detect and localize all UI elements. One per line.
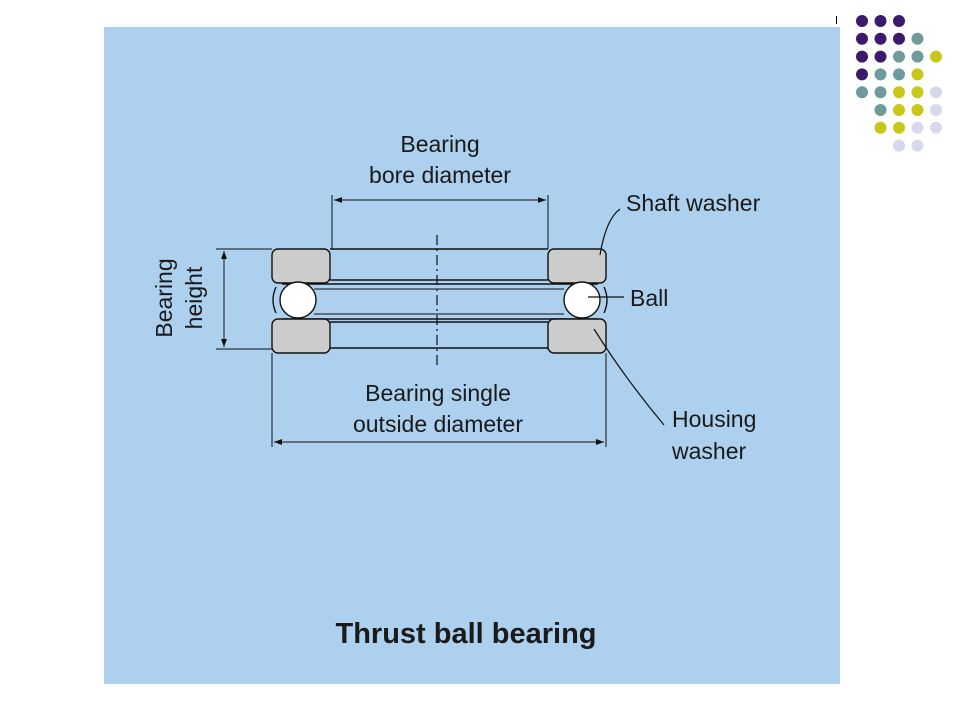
- decor-dot: [874, 121, 887, 134]
- shaft-washer-right: [547, 248, 607, 284]
- decor-dot: [874, 86, 887, 99]
- decor-dot: [874, 15, 887, 27]
- ball-right: [563, 281, 601, 319]
- housing-label-line2: washer: [671, 438, 746, 464]
- housing-washer-right: [547, 318, 607, 354]
- decor-dot: [893, 50, 905, 63]
- decor-dot: [893, 32, 905, 45]
- height-label-line1: Bearing: [151, 258, 177, 337]
- ball-label: Ball: [630, 285, 668, 311]
- decor-dot: [874, 32, 887, 45]
- decor-dot: [893, 121, 905, 134]
- decor-dot: [893, 86, 905, 99]
- housing-washer-left: [271, 318, 331, 354]
- decor-dot: [911, 68, 924, 81]
- decor-dot: [911, 86, 924, 99]
- ball-left-groove: [272, 286, 277, 314]
- decor-dot: [856, 86, 868, 99]
- outside-label-line1: Bearing single: [365, 380, 511, 406]
- bore-label-line2: bore diameter: [369, 162, 511, 188]
- decor-dot: [893, 139, 905, 152]
- ball-left: [279, 281, 317, 319]
- housing-washer-leader: [593, 328, 665, 426]
- bore-label-line1: Bearing: [400, 131, 479, 157]
- decor-dot: [856, 68, 868, 81]
- diagram-panel: Bearing bore diameter Bearing height Sha…: [104, 27, 840, 684]
- panel-background: [104, 27, 840, 684]
- decor-dot: [911, 139, 924, 152]
- corner-divider: [836, 16, 837, 24]
- decor-dot: [911, 50, 924, 63]
- decor-dot: [930, 50, 942, 63]
- decor-dot: [911, 121, 924, 134]
- decor-dot: [893, 104, 905, 116]
- thrust-ball-bearing-drawing: [216, 195, 665, 447]
- ball-right-groove: [603, 286, 608, 314]
- decor-dot: [856, 32, 868, 45]
- decor-dot: [911, 32, 924, 45]
- shaft-washer-leader: [599, 208, 621, 256]
- decor-dot: [874, 50, 887, 63]
- diagram-title: Thrust ball bearing: [335, 618, 596, 650]
- decor-dot: [911, 104, 924, 116]
- height-label: Bearing height: [151, 258, 207, 337]
- decor-dot: [930, 104, 942, 116]
- decor-dot: [856, 15, 868, 27]
- shaft-washer-label: Shaft washer: [626, 190, 761, 216]
- decor-dot: [874, 68, 887, 81]
- decor-dot: [893, 68, 905, 81]
- height-label-line2: height: [181, 266, 207, 329]
- decor-dot: [930, 121, 942, 134]
- decor-dot: [893, 15, 905, 27]
- housing-label-line1: Housing: [672, 406, 756, 432]
- shaft-washer-left: [271, 248, 331, 284]
- decor-dot: [856, 50, 868, 63]
- outside-label-line2: outside diameter: [353, 411, 523, 437]
- decor-dot: [930, 86, 942, 99]
- decor-dot: [874, 104, 887, 116]
